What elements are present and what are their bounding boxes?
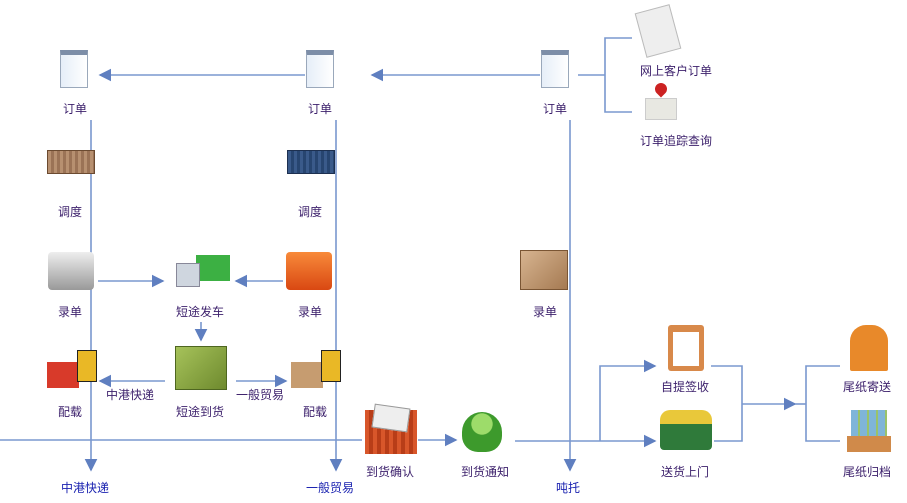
map-pin-icon	[645, 80, 677, 120]
label-entry-mid: 录单	[297, 305, 323, 319]
label-arrival-confirm: 到货确认	[365, 465, 415, 479]
label-order-mid: 订单	[307, 102, 333, 116]
clipboard-icon	[668, 325, 704, 371]
truck-icon	[176, 255, 230, 291]
archive-binders-icon	[847, 410, 891, 452]
label-short-departure: 短途发车	[175, 305, 225, 319]
label-load-left: 配载	[57, 405, 83, 419]
cargo-boxes-icon	[520, 250, 568, 290]
label-entry-left: 录单	[57, 305, 83, 319]
output-express: 中港快递	[60, 481, 110, 495]
label-tail-mail: 尾纸寄送	[842, 380, 892, 394]
order-document-icon	[60, 50, 88, 88]
output-general-trade: 一般贸易	[305, 481, 355, 495]
label-online-order: 网上客户订单	[639, 64, 713, 78]
label-dispatch-mid: 调度	[297, 205, 323, 219]
label-order-left: 订单	[62, 102, 88, 116]
order-document-icon	[306, 50, 334, 88]
label-home-delivery: 送货上门	[660, 465, 710, 479]
label-load-mid: 配载	[302, 405, 328, 419]
label-short-arrival: 短途到货	[175, 405, 225, 419]
output-tonnage: 吨托	[555, 481, 581, 495]
container-crane-icon	[47, 150, 95, 174]
order-document-icon	[541, 50, 569, 88]
forklift-red-cargo-icon	[47, 348, 97, 390]
label-order-right: 订单	[542, 102, 568, 116]
grey-folder-icon	[48, 252, 94, 290]
label-express-mid: 中港快递	[105, 388, 155, 402]
container-document-icon	[365, 403, 417, 454]
mailbox-icon	[850, 325, 888, 371]
label-general-trade-mid: 一般贸易	[235, 388, 285, 402]
label-arrival-notice: 到货通知	[460, 465, 510, 479]
label-order-tracking: 订单追踪查询	[639, 134, 713, 148]
green-pallet-icon	[175, 346, 227, 390]
contact-phone-icon	[462, 412, 502, 452]
label-entry-right: 录单	[532, 305, 558, 319]
forklift-box-icon	[291, 348, 341, 390]
orange-folder-icon	[286, 252, 332, 290]
label-dispatch-left: 调度	[57, 205, 83, 219]
container-crane-icon	[287, 150, 335, 174]
label-tail-archive: 尾纸归档	[842, 465, 892, 479]
delivery-van-icon	[660, 410, 712, 450]
label-self-pickup: 自提签收	[660, 380, 710, 394]
